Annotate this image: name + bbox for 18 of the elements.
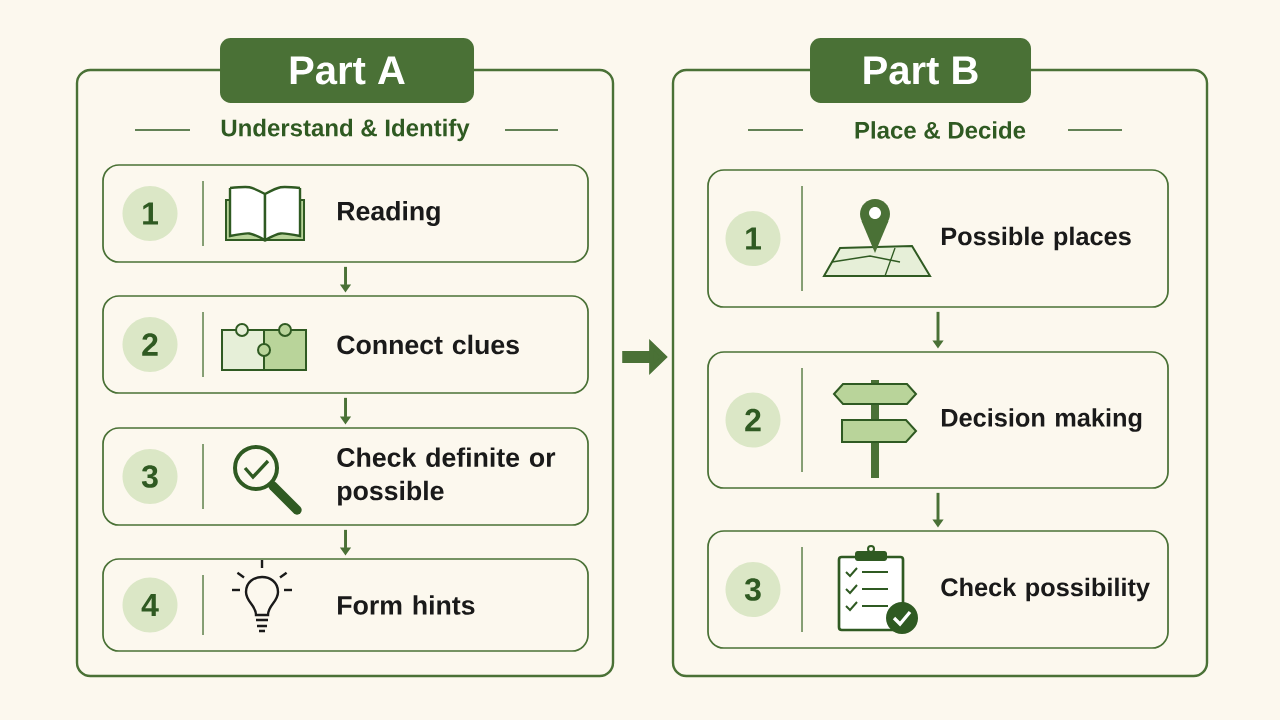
subtitle: Understand & Identify bbox=[221, 118, 470, 142]
number-badge: 1 bbox=[122, 186, 178, 241]
number-badge: 4 bbox=[122, 577, 178, 633]
number-badge: 1 bbox=[725, 211, 781, 266]
step-label: Form hints bbox=[338, 595, 475, 615]
number-badge: 3 bbox=[725, 562, 781, 617]
step-label: Decision making bbox=[941, 408, 1142, 432]
number-badge: 2 bbox=[725, 392, 781, 448]
step-label: Possible places bbox=[941, 226, 1131, 251]
number-badge: 3 bbox=[122, 449, 178, 504]
subtitle: Place & Decide bbox=[855, 121, 1026, 139]
step-label: Check definite or possible bbox=[337, 447, 556, 506]
number-badge: 2 bbox=[122, 317, 178, 372]
header-tab: Part B bbox=[810, 38, 1031, 103]
step-label: Check possibility bbox=[941, 577, 1150, 602]
step-label: Connect clues bbox=[337, 334, 519, 355]
header-tab: Part A bbox=[220, 38, 474, 103]
step-label: Reading bbox=[338, 201, 440, 226]
